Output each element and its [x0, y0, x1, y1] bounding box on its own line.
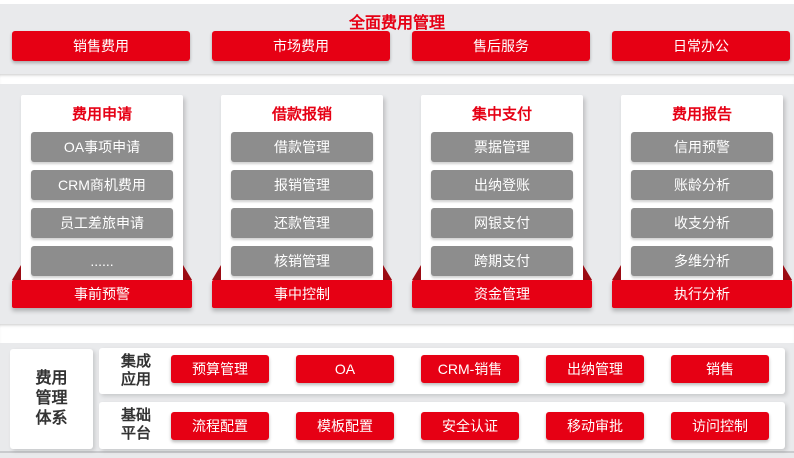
column-card: 借款报销 借款管理 报销管理 还款管理 核销管理 [221, 95, 383, 302]
column-title: 费用申请 [71, 106, 132, 123]
button-cashier-management: 出纳管理 [546, 355, 644, 383]
top-button-daily-office: 日常办公 [612, 31, 790, 61]
column-item: 出纳登账 [431, 170, 573, 200]
ribbon-fold-right-icon [783, 265, 792, 280]
column-item: 票据管理 [431, 132, 573, 162]
button-sales: 销售 [671, 355, 769, 383]
column-title: 集中支付 [471, 106, 532, 123]
column-centralized-payment: 集中支付 票据管理 出纳登账 网银支付 跨期支付 资金管理 [412, 85, 592, 310]
button-security-auth: 安全认证 [421, 412, 519, 440]
ribbon-fold-left-icon [12, 265, 21, 280]
top-button-label: 市场费用 [273, 38, 329, 54]
integrated-apps-label: 集成 应用 [104, 353, 168, 389]
button-budget-management: 预算管理 [171, 355, 269, 383]
ribbon-fold-right-icon [583, 265, 592, 280]
column-expense-report: 费用报告 信用预警 账龄分析 收支分析 多维分析 执行分析 [612, 85, 792, 310]
column-item: ...... [31, 246, 173, 276]
page-title: 全面费用管理 [348, 15, 445, 32]
row-label-line: 集成 [120, 353, 151, 370]
top-button-sales-expense: 销售费用 [12, 31, 190, 61]
column-item: OA事项申请 [31, 132, 173, 162]
system-label-line: 费用 [35, 370, 68, 387]
column-card: 集中支付 票据管理 出纳登账 网银支付 跨期支付 [421, 95, 583, 302]
base-platform-buttons: 流程配置 模板配置 安全认证 移动审批 访问控制 [171, 412, 769, 440]
top-button-aftersales: 售后服务 [412, 31, 590, 61]
column-item: 信用预警 [631, 132, 773, 162]
ribbon-fold-left-icon [412, 265, 421, 280]
column-banner: 事中控制 [212, 280, 392, 308]
button-template-config: 模板配置 [296, 412, 394, 440]
column-banner: 资金管理 [412, 280, 592, 308]
column-item: 核销管理 [231, 246, 373, 276]
button-mobile-approval: 移动审批 [546, 412, 644, 440]
system-label-line: 体系 [35, 410, 68, 427]
row-label-line: 平台 [120, 425, 151, 442]
bottom-edge-line [0, 451, 794, 453]
button-oa: OA [296, 355, 394, 383]
button-access-control: 访问控制 [671, 412, 769, 440]
integrated-apps-buttons: 预算管理 OA CRM-销售 出纳管理 销售 [171, 355, 769, 383]
row-label-line: 基础 [120, 407, 151, 424]
top-button-label: 日常办公 [673, 38, 729, 54]
column-banner: 执行分析 [612, 280, 792, 308]
ribbon-fold-left-icon [612, 265, 621, 280]
column-expense-application: 费用申请 OA事项申请 CRM商机费用 员工差旅申请 ...... 事前预警 [12, 85, 192, 310]
column-title: 费用报告 [671, 106, 732, 123]
ribbon-fold-right-icon [183, 265, 192, 280]
column-card: 费用申请 OA事项申请 CRM商机费用 员工差旅申请 ...... [21, 95, 183, 302]
base-platform-label: 基础 平台 [104, 407, 168, 443]
column-item: 收支分析 [631, 208, 773, 238]
column-item: 还款管理 [231, 208, 373, 238]
top-button-label: 销售费用 [73, 38, 129, 54]
system-label-box [10, 349, 93, 449]
column-item: 借款管理 [231, 132, 373, 162]
ribbon-fold-left-icon [212, 265, 221, 280]
header-separator-strip [0, 74, 794, 84]
middle-separator-strip [0, 324, 794, 343]
column-item: 员工差旅申请 [31, 208, 173, 238]
system-label: 费用 管理 体系 [10, 369, 93, 429]
system-label-line: 管理 [35, 390, 68, 407]
column-title: 借款报销 [271, 106, 332, 123]
column-item: CRM商机费用 [31, 170, 173, 200]
column-item: 多维分析 [631, 246, 773, 276]
column-item: 跨期支付 [431, 246, 573, 276]
column-item: 网银支付 [431, 208, 573, 238]
top-button-market-expense: 市场费用 [212, 31, 390, 61]
column-card: 费用报告 信用预警 账龄分析 收支分析 多维分析 [621, 95, 783, 302]
top-button-label: 售后服务 [473, 38, 529, 54]
column-item: 报销管理 [231, 170, 373, 200]
button-process-config: 流程配置 [171, 412, 269, 440]
column-loan-reimbursement: 借款报销 借款管理 报销管理 还款管理 核销管理 事中控制 [212, 85, 392, 310]
column-item: 账龄分析 [631, 170, 773, 200]
row-label-line: 应用 [120, 371, 151, 388]
column-banner: 事前预警 [12, 280, 192, 308]
top-white-strip [0, 0, 794, 4]
button-crm-sales: CRM-销售 [421, 355, 519, 383]
ribbon-fold-right-icon [383, 265, 392, 280]
